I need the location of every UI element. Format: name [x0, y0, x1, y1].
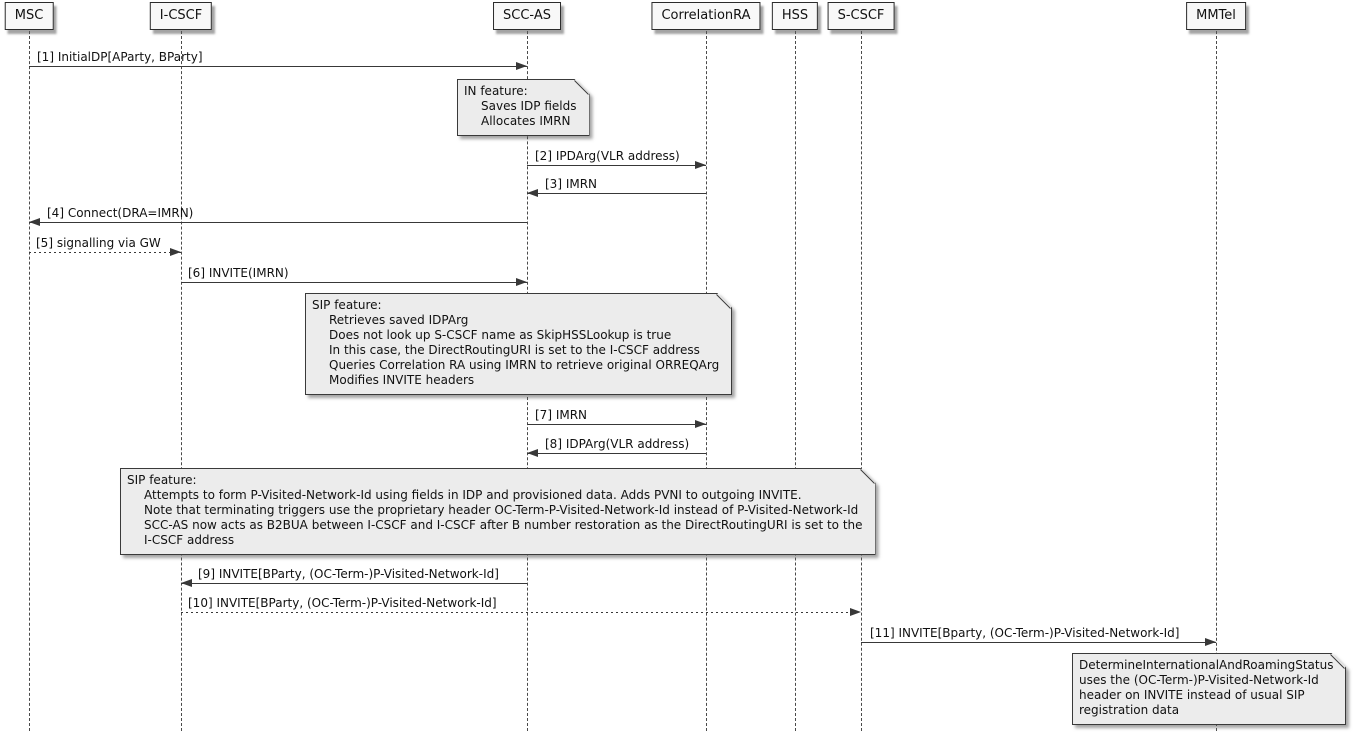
note-line: header on INVITE instead of usual SIP [1079, 688, 1305, 702]
message-label: [6] INVITE(IMRN) [188, 266, 289, 280]
message-label: [9] INVITE[BParty, (OC-Term-)P-Visited-N… [198, 567, 499, 581]
arrowhead-right-icon [1205, 638, 1216, 646]
note-sip-feature-2: SIP feature: Attempts to form P-Visited-… [120, 468, 876, 555]
lifeline-i-cscf [181, 31, 182, 731]
arrow-line [527, 424, 706, 425]
arrowhead-right-icon [516, 278, 527, 286]
message-label: [7] IMRN [535, 408, 588, 422]
arrow-line [181, 612, 861, 613]
note-mmtel-roaming-status: DetermineInternationalAndRoamingStatus u… [1072, 653, 1346, 725]
participant-scc-as: SCC-AS [493, 2, 561, 30]
note-line: Allocates IMRN [481, 114, 571, 128]
note-line: Retrieves saved IDPArg [329, 313, 469, 327]
arrow-line [29, 222, 527, 223]
participant-s-cscf: S-CSCF [827, 2, 895, 30]
note-line: Attempts to form P-Visited-Network-Id us… [144, 488, 802, 502]
arrow-line [861, 642, 1216, 643]
message-label: [3] IMRN [545, 177, 598, 191]
arrowhead-right-icon [850, 608, 861, 616]
note-line: Does not look up S-CSCF name as SkipHSSL… [329, 328, 672, 342]
arrowhead-left-icon [29, 218, 40, 226]
lifeline-s-cscf [861, 31, 862, 731]
message-label: [1] InitialDP[AParty, BParty] [37, 50, 203, 64]
arrow-line [29, 252, 181, 253]
lifeline-msc [29, 31, 30, 731]
message-label: [8] IDPArg(VLR address) [545, 437, 690, 451]
arrow-line [29, 66, 527, 67]
note-fold-icon [860, 469, 875, 484]
note-in-feature: IN feature: Saves IDP fields Allocates I… [457, 79, 590, 136]
note-title: IN feature: [464, 84, 528, 98]
note-line: SCC-AS now acts as B2BUA between I-CSCF … [144, 518, 863, 532]
lifeline-mmtel [1216, 31, 1217, 731]
participant-msc: MSC [4, 2, 54, 30]
note-line: Saves IDP fields [481, 99, 577, 113]
message-label: [5] signalling via GW [36, 236, 161, 250]
note-fold-icon [574, 80, 589, 95]
note-title: SIP feature: [127, 473, 197, 487]
arrowhead-left-icon [181, 579, 192, 587]
arrow-line [527, 165, 706, 166]
lifeline-hss [795, 31, 796, 731]
arrow-line [181, 282, 527, 283]
arrow-line [181, 583, 527, 584]
note-line: Modifies INVITE headers [329, 373, 475, 387]
note-sip-feature-1: SIP feature: Retrieves saved IDPArg Does… [305, 293, 732, 395]
arrowhead-right-icon [516, 62, 527, 70]
arrowhead-right-icon [170, 248, 181, 256]
participant-i-cscf: I-CSCF [149, 2, 213, 30]
arrow-line [527, 453, 706, 454]
participant-mmtel: MMTel [1186, 2, 1246, 30]
message-label: [4] Connect(DRA=IMRN) [47, 206, 194, 220]
message-label: [10] INVITE[BParty, (OC-Term-)P-Visited-… [188, 596, 497, 610]
arrowhead-right-icon [695, 161, 706, 169]
note-line: registration data [1079, 703, 1180, 717]
note-fold-icon [716, 294, 731, 309]
note-line: Queries Correlation RA using IMRN to ret… [329, 358, 720, 372]
note-line: In this case, the DirectRoutingURI is se… [329, 343, 700, 357]
note-line: uses the (OC-Term-)P-Visited-Network-Id [1079, 673, 1319, 687]
arrowhead-right-icon [695, 420, 706, 428]
note-line: Note that terminating triggers use the p… [144, 503, 859, 517]
note-title: SIP feature: [312, 298, 382, 312]
note-line: DetermineInternationalAndRoamingStatus [1079, 658, 1334, 672]
note-fold-icon [1330, 654, 1345, 669]
arrowhead-left-icon [527, 449, 538, 457]
arrowhead-left-icon [527, 189, 538, 197]
message-label: [2] IPDArg(VLR address) [535, 149, 680, 163]
participant-correlationra: CorrelationRA [651, 2, 761, 30]
note-line: I-CSCF address [144, 533, 235, 547]
arrow-line [527, 193, 706, 194]
participant-hss: HSS [771, 2, 819, 30]
message-label: [11] INVITE[Bparty, (OC-Term-)P-Visited-… [870, 626, 1180, 640]
